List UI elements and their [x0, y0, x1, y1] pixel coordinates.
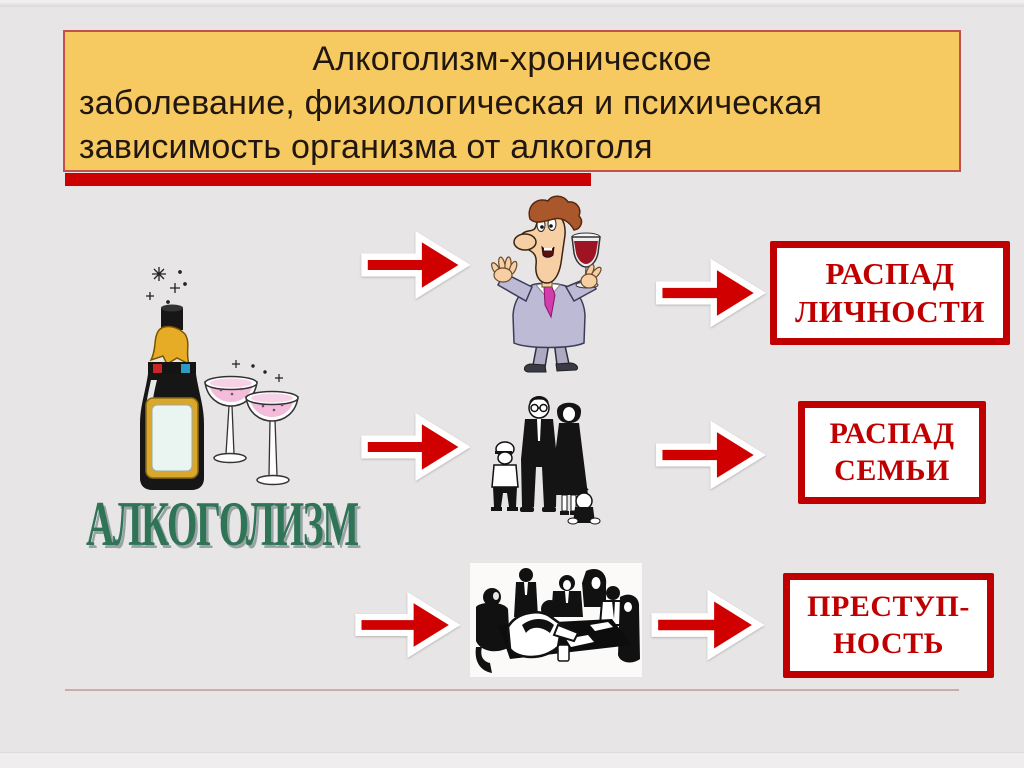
alcoholism-label: АЛКОГОЛИЗМ — [86, 489, 359, 559]
result-box-personality: РАСПАД ЛИЧНОСТИ — [770, 241, 1010, 345]
arrow-right-icon — [656, 420, 766, 490]
title-line: Алкоголизм-хроническое — [312, 40, 712, 78]
result-box-family: РАСПАД СЕМЬИ — [798, 401, 986, 504]
result-text-line: РАСПАД — [829, 416, 955, 450]
arrow-right-icon — [361, 230, 470, 300]
sparkles-icon — [146, 267, 187, 304]
result-text-line: НОСТЬ — [832, 626, 945, 660]
arrow-right-icon — [361, 412, 470, 482]
result-text-line: СЕМЬИ — [834, 453, 950, 487]
champagne-bottle-icon — [140, 304, 204, 490]
father-figure — [520, 396, 557, 512]
arrow-right-icon — [651, 589, 764, 661]
result-text-line: РАСПАД — [825, 256, 955, 292]
arrow-right-icon — [656, 258, 766, 328]
title-banner: Алкоголизм-хроническое заболевание, физи… — [63, 30, 961, 172]
champagne-glass-icon — [204, 375, 258, 464]
result-box-crime: ПРЕСТУП- НОСТЬ — [783, 573, 994, 678]
background-streak-top-2 — [0, 5, 1024, 7]
people-around-table-illustration — [470, 563, 642, 677]
family-illustration — [491, 396, 601, 525]
baby-figure — [567, 487, 601, 525]
champagne-bottle-and-glasses-illustration — [140, 267, 299, 490]
sparkles-icon — [232, 360, 283, 382]
footer-divider-line — [65, 689, 959, 691]
result-text-line: ПРЕСТУП- — [807, 589, 970, 623]
result-text-line: ЛИЧНОСТИ — [795, 294, 985, 329]
wine-glass-icon — [571, 232, 601, 289]
arrow-right-icon — [355, 592, 460, 658]
title-line: заболевание, физиологическая и психическ… — [79, 84, 823, 122]
background-streak-top — [0, 0, 1024, 3]
man-with-wine-glass-illustration — [491, 195, 602, 373]
mother-figure — [550, 402, 588, 515]
red-divider-bar — [65, 173, 591, 186]
title-line: зависимость организма от алкоголя — [79, 128, 653, 166]
champagne-glass-icon — [245, 390, 299, 486]
boy-figure — [491, 441, 519, 511]
background-streak-bottom — [0, 752, 1024, 768]
